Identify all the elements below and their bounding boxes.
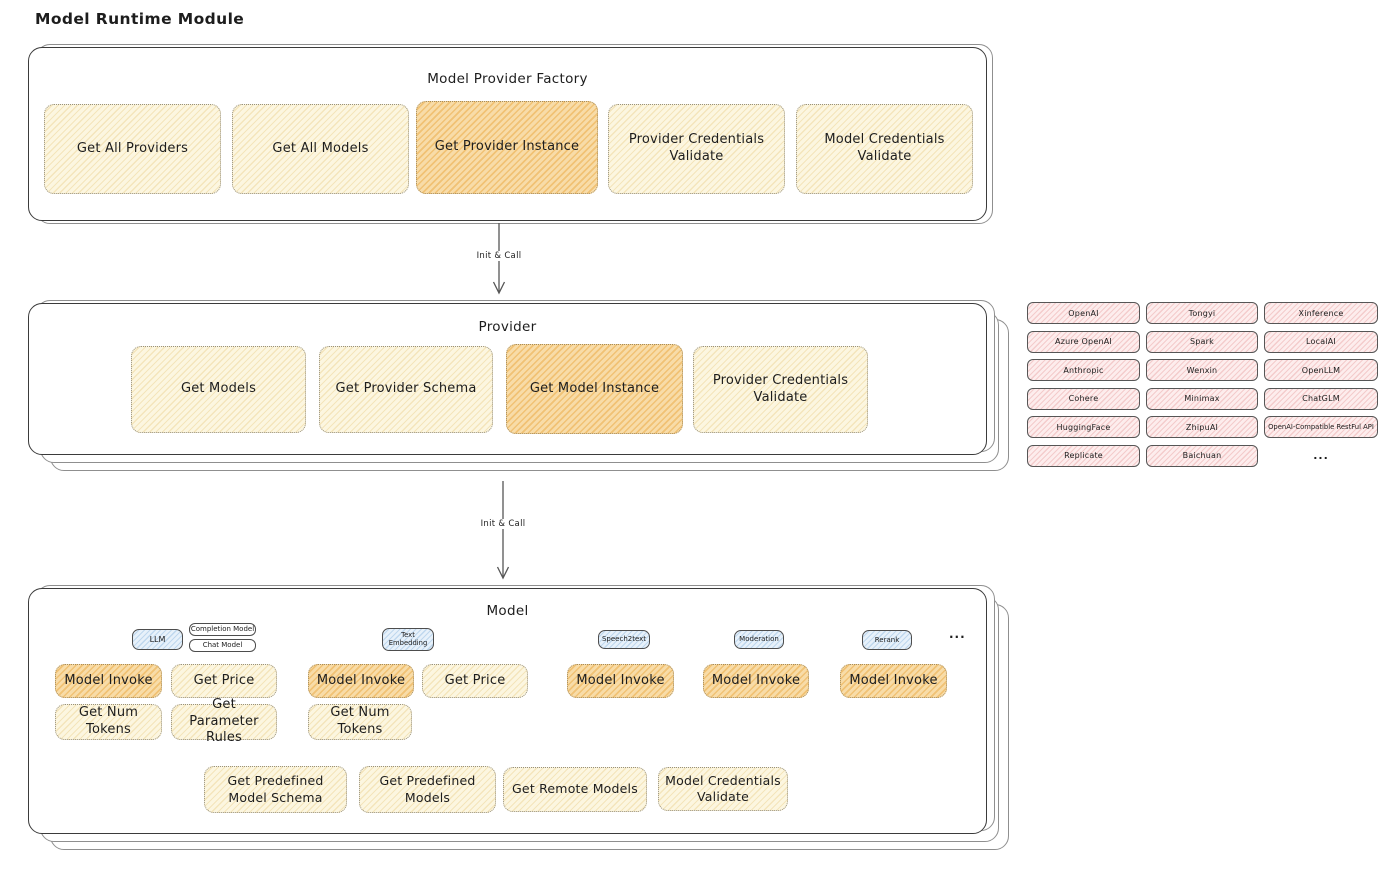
node-get-all-providers: Get All Providers — [44, 104, 221, 194]
catalog-item-anthropic: Anthropic — [1027, 359, 1140, 381]
node-get-predefined-model-schema: Get Predefined Model Schema — [204, 766, 347, 813]
model-title: Model — [486, 603, 529, 619]
tag-llm: LLM — [132, 629, 183, 650]
tag-text-embedding: Text Embedding — [382, 628, 434, 651]
factory-group: Model Provider Factory Get All Providers… — [28, 47, 987, 221]
node-moderation-model-invoke: Model Invoke — [703, 664, 809, 698]
tag-rerank: Rerank — [862, 630, 912, 650]
catalog-item-replicate: Replicate — [1027, 444, 1140, 467]
arrow-provider-to-model — [496, 481, 510, 580]
node-llm-get-price: Get Price — [171, 664, 277, 698]
catalog-item-spark: Spark — [1146, 330, 1258, 353]
node-model-credentials-validate-factory: Model Credentials Validate — [796, 104, 973, 194]
node-rerank-model-invoke: Model Invoke — [840, 664, 947, 698]
node-embedding-get-price: Get Price — [422, 664, 528, 698]
model-group: Model LLM Completion Model Chat Model Te… — [28, 588, 987, 834]
catalog-more-ellipsis: ... — [1313, 449, 1329, 462]
node-get-models: Get Models — [131, 346, 306, 433]
catalog-item-zhipuai: ZhipuAI — [1146, 416, 1258, 438]
arrow-factory-to-provider — [492, 223, 506, 295]
catalog-item-cohere: Cohere — [1027, 387, 1140, 410]
catalog-item-openllm: OpenLLM — [1264, 359, 1378, 381]
catalog-item-localai: LocalAI — [1264, 330, 1378, 353]
tags-more-ellipsis: ... — [949, 627, 966, 641]
catalog-item-xinference: Xinference — [1264, 302, 1378, 324]
tag-chat-model: Chat Model — [189, 639, 256, 652]
node-llm-get-parameter-rules: Get Parameter Rules — [171, 697, 277, 745]
node-get-model-instance: Get Model Instance — [506, 344, 683, 434]
tag-speech2text: Speech2text — [598, 630, 650, 649]
node-embedding-get-num-tokens: Get Num Tokens — [308, 704, 412, 740]
catalog-item-azure-openai: Azure OpenAI — [1027, 330, 1140, 353]
node-provider-credentials-validate-provider: Provider Credentials Validate — [693, 346, 868, 433]
node-get-provider-instance: Get Provider Instance — [416, 101, 598, 194]
catalog-item-tongyi: Tongyi — [1146, 302, 1258, 324]
catalog-item-openai: OpenAI — [1027, 302, 1140, 324]
node-llm-get-num-tokens: Get Num Tokens — [55, 704, 162, 740]
node-model-credentials-validate-model: Model Credentials Validate — [658, 767, 788, 811]
catalog-item-openai-compatible-restful-api: OpenAI-Compatible RestFul API — [1264, 416, 1378, 438]
node-get-all-models: Get All Models — [232, 104, 409, 194]
node-llm-model-invoke: Model Invoke — [55, 664, 162, 698]
catalog-item-chatglm: ChatGLM — [1264, 387, 1378, 410]
catalog-item-wenxin: Wenxin — [1146, 359, 1258, 381]
arrow-label-init-call-1: Init & Call — [472, 251, 526, 261]
catalog-item-baichuan: Baichuan — [1146, 444, 1258, 467]
provider-group: Provider Get Models Get Provider Schema … — [28, 303, 987, 455]
catalog-item-huggingface: HuggingFace — [1027, 416, 1140, 438]
node-get-provider-schema: Get Provider Schema — [319, 346, 493, 433]
node-embedding-model-invoke: Model Invoke — [308, 664, 414, 698]
factory-title: Model Provider Factory — [427, 71, 588, 87]
catalog-item-minimax: Minimax — [1146, 387, 1258, 410]
tag-moderation: Moderation — [734, 630, 784, 649]
tag-completion-model: Completion Model — [189, 623, 256, 636]
arrow-label-init-call-2: Init & Call — [476, 519, 530, 529]
provider-title: Provider — [478, 319, 537, 335]
node-provider-credentials-validate-factory: Provider Credentials Validate — [608, 104, 785, 194]
node-get-remote-models: Get Remote Models — [503, 767, 647, 812]
diagram-title: Model Runtime Module — [35, 10, 245, 28]
node-get-predefined-models: Get Predefined Models — [359, 766, 496, 813]
node-speech2text-model-invoke: Model Invoke — [567, 664, 674, 698]
provider-catalog: OpenAI Tongyi Xinference Azure OpenAI Sp… — [1027, 302, 1378, 467]
